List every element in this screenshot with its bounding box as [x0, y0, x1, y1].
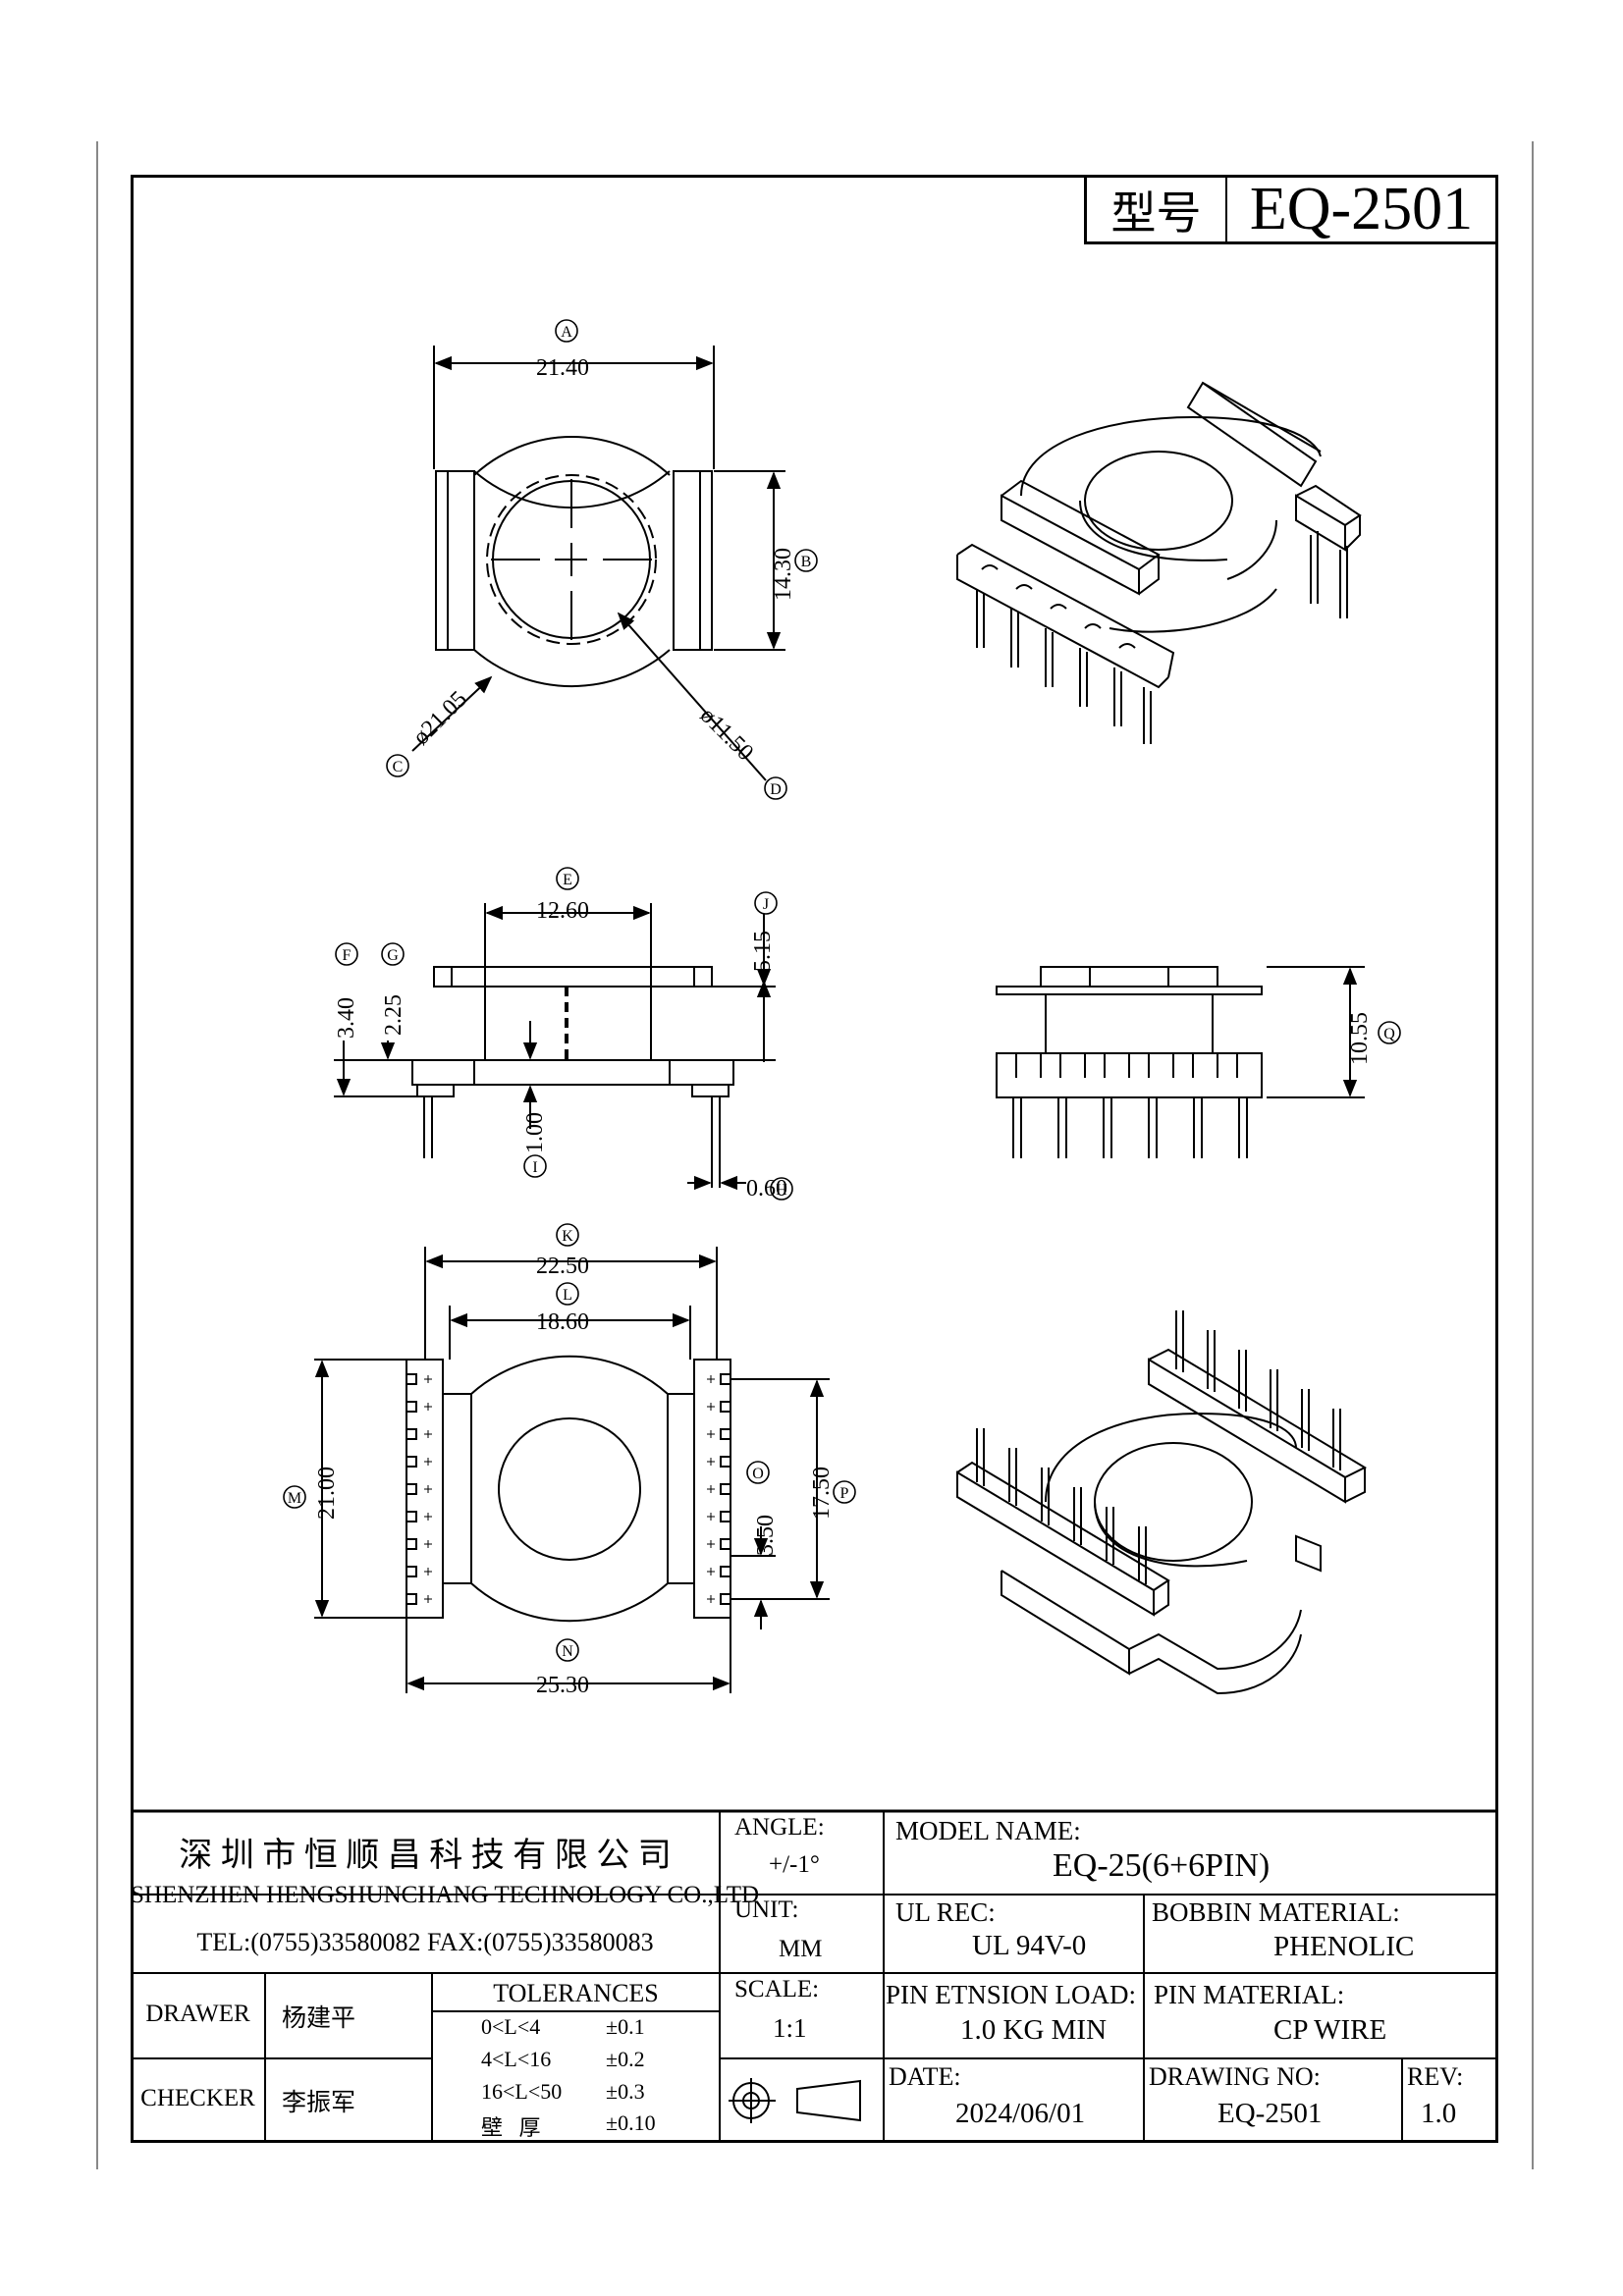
angle-symbol — [729, 2078, 861, 2123]
front-view — [334, 903, 776, 1191]
tolerance-value-3: ±0.3 — [606, 2079, 645, 2104]
dim-letter-d: D — [770, 781, 782, 798]
dim-value-f: 3.40 — [334, 997, 359, 1039]
tolerance-value-4: ±0.10 — [606, 2110, 656, 2135]
pin-load-label: PIN ETNSION LOAD: — [886, 1980, 1136, 2009]
dim-letter-c: C — [393, 759, 404, 775]
tolerance-range-2: 4<L<16 — [481, 2047, 552, 2071]
bobbin-material-label: BOBBIN MATERIAL: — [1152, 1897, 1400, 1927]
pin-load-value: 1.0 KG MIN — [960, 2014, 1108, 2046]
dimension-callout-letters: A B C D E F G I J H Q K L M O P N — [288, 324, 1395, 1660]
company-name-cn: 深 圳 市 恒 顺 昌 科 技 有 限 公 司 — [179, 1838, 672, 1874]
angle-label: ANGLE: — [734, 1814, 825, 1841]
drawing-no-value: EQ-2501 — [1217, 2098, 1323, 2129]
dim-letter-k: K — [562, 1228, 573, 1245]
top-view — [411, 346, 785, 781]
dim-letter-p: P — [840, 1485, 849, 1502]
scale-value: 1:1 — [773, 2013, 807, 2043]
dim-letter-n: N — [562, 1643, 573, 1660]
angle-value: +/-1° — [769, 1851, 820, 1878]
dim-value-j: 5.15 — [750, 931, 776, 972]
dim-letter-h: H — [776, 1182, 787, 1199]
drawing-no-label: DRAWING NO: — [1149, 2062, 1321, 2091]
dim-letter-l: L — [563, 1287, 572, 1304]
company-name-en: SHENZHEN HENGSHUNCHANG TECHNOLOGY CO.,LT… — [131, 1882, 760, 1908]
date-value: 2024/06/01 — [955, 2098, 1086, 2129]
model-type-label: 型号 — [1087, 178, 1227, 241]
bottom-view — [314, 1247, 830, 1693]
side-view — [996, 966, 1365, 1158]
pin-markers — [424, 1375, 715, 1603]
dim-value-l: 18.60 — [536, 1309, 589, 1335]
unit-value: MM — [779, 1936, 823, 1962]
tolerance-range-1: 0<L<4 — [481, 2014, 541, 2039]
dim-letter-f: F — [343, 947, 352, 964]
tolerance-value-1: ±0.1 — [606, 2014, 645, 2039]
dimension-callout-circles — [283, 319, 1401, 1662]
dim-value-m: 21.00 — [314, 1467, 340, 1520]
rev-value: 1.0 — [1421, 2098, 1457, 2129]
model-part-number: EQ-2501 — [1249, 176, 1474, 242]
drawing-frame — [131, 175, 1498, 2143]
dim-value-b: 14.30 — [771, 548, 796, 601]
margin-line-left — [96, 141, 98, 2169]
rev-label: REV: — [1407, 2062, 1464, 2091]
model-header: 型号 EQ-2501 — [1084, 175, 1498, 244]
margin-line-right — [1532, 141, 1534, 2169]
isometric-view-bottom — [956, 1310, 1368, 1695]
dim-value-q: 10.55 — [1347, 1012, 1373, 1065]
dim-value-h: 0.60 — [746, 1176, 787, 1201]
ul-rec-label: UL REC: — [895, 1897, 996, 1927]
isometric-view-top — [956, 381, 1362, 744]
dim-letter-i: I — [532, 1159, 537, 1176]
tolerances-title: TOLERANCES — [493, 1979, 659, 2007]
tolerance-range-3: 16<L<50 — [481, 2079, 563, 2104]
dim-value-p: 17.50 — [809, 1467, 835, 1520]
dim-letter-a: A — [561, 324, 572, 341]
dim-value-n: 25.30 — [536, 1673, 589, 1698]
technical-drawing: A B C D E F G I J H Q K L M O P N 21.40 … — [283, 319, 1401, 1698]
drawer-name: 杨建平 — [282, 2005, 356, 2032]
model-name-label: MODEL NAME: — [895, 1816, 1081, 1845]
bobbin-material-value: PHENOLIC — [1273, 1931, 1415, 1962]
dim-letter-m: M — [288, 1490, 301, 1507]
dim-letter-o: O — [752, 1466, 764, 1482]
company-contact: TEL:(0755)33580082 FAX:(0755)33580083 — [196, 1928, 654, 1956]
checker-name: 李振军 — [282, 2090, 356, 2116]
pin-material-value: CP WIRE — [1273, 2014, 1387, 2046]
dim-letter-b: B — [801, 554, 812, 570]
scale-label: SCALE: — [734, 1976, 820, 2002]
drawer-label: DRAWER — [145, 2001, 250, 2027]
dim-value-k: 22.50 — [536, 1254, 589, 1279]
dim-letter-g: G — [387, 947, 399, 964]
date-label: DATE: — [889, 2062, 961, 2091]
dim-letter-j: J — [763, 896, 769, 913]
tolerance-range-4: 壁 厚 — [481, 2115, 541, 2140]
dim-value-o: 3.50 — [753, 1515, 779, 1556]
dim-value-a: 21.40 — [536, 355, 589, 381]
dim-letter-q: Q — [1383, 1026, 1395, 1042]
tolerance-value-2: ±0.2 — [606, 2047, 645, 2071]
ul-rec-value: UL 94V-0 — [972, 1930, 1087, 1961]
dim-value-e: 12.60 — [536, 898, 589, 924]
dim-value-i: 1.00 — [522, 1112, 548, 1153]
dim-letter-e: E — [563, 872, 572, 888]
model-name-value: EQ-25(6+6PIN) — [1053, 1847, 1271, 1884]
checker-label: CHECKER — [140, 2085, 255, 2111]
unit-label: UNIT: — [734, 1896, 799, 1923]
dim-value-g: 2.25 — [381, 994, 406, 1036]
pin-material-label: PIN MATERIAL: — [1154, 1980, 1345, 2009]
